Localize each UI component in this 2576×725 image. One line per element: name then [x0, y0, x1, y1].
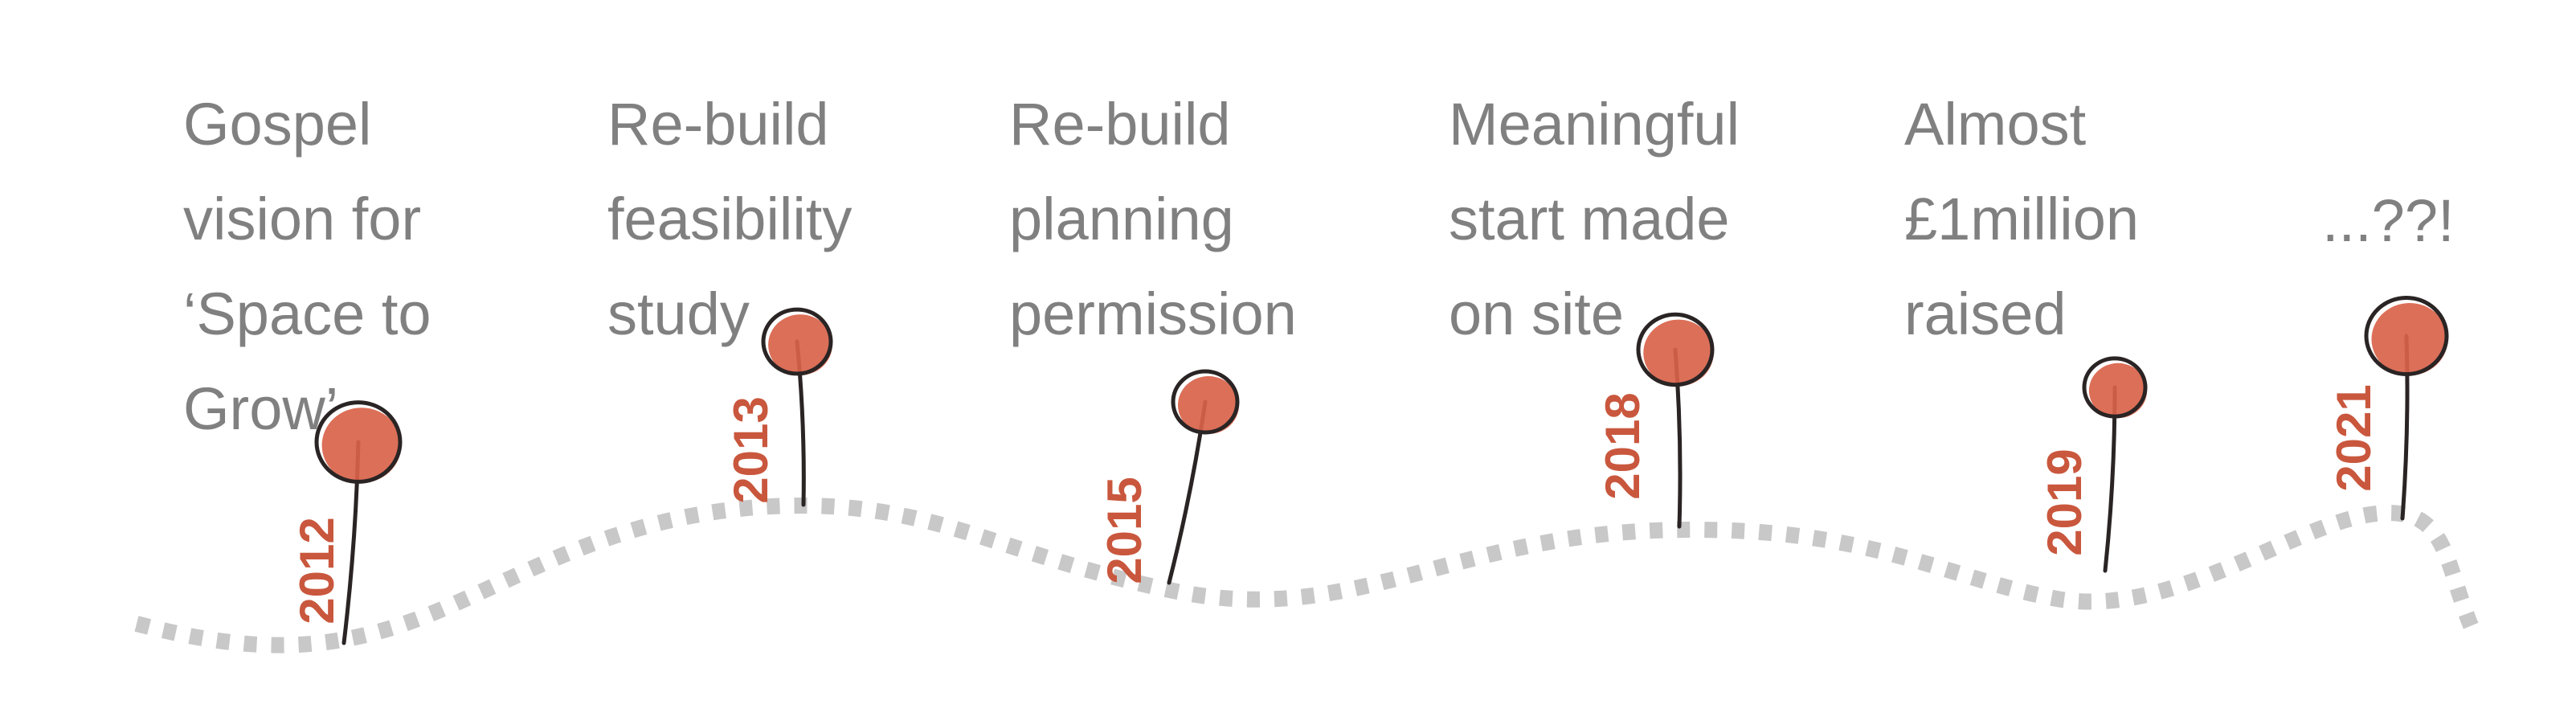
milestone-label-line: Almost [1904, 91, 2087, 158]
pin-outline [1636, 312, 1715, 387]
timeline-path [134, 498, 2483, 653]
milestone-label-line: start made [1449, 186, 1730, 252]
milestone-label-line: ...??! [2322, 187, 2455, 254]
milestone-2012: Gospel vision for ‘Space to Grow’ 2012 [183, 91, 431, 645]
year-label: 2015 [1098, 477, 1151, 584]
pin-head [1178, 376, 1239, 434]
pin-head [1643, 319, 1714, 387]
year-label: 2018 [1596, 392, 1650, 499]
milestone-2019: Almost £1million raised 2019 [1904, 91, 2148, 573]
pin-outline [761, 307, 833, 376]
pin-head [321, 408, 402, 483]
pin-outline [2082, 356, 2148, 419]
milestone-label-line: Gospel [183, 91, 371, 158]
milestone-label: ...??! [2322, 187, 2455, 254]
milestone-label: Gospel vision for ‘Space to Grow’ [183, 91, 431, 442]
pin-head [768, 314, 832, 375]
year-label: 2019 [2038, 449, 2091, 555]
pin-outline [1171, 369, 1240, 435]
milestone-label-line: feasibility [607, 186, 852, 252]
milestone-label-line: permission [1009, 281, 1297, 347]
milestones-group: Gospel vision for ‘Space to Grow’ 2012 Re-bui… [183, 91, 2455, 645]
milestone-label-line: Re-build [1009, 91, 1231, 158]
milestone-label-line: Re-build [607, 91, 829, 158]
milestone-label: Re-build feasibility study [607, 91, 852, 347]
year-label: 2012 [290, 517, 344, 624]
milestone-label-line: Meaningful [1449, 91, 1740, 158]
milestone-label: Almost £1million raised [1904, 91, 2139, 347]
pin-outline [2364, 296, 2449, 376]
milestone-label-line: ‘Space to [183, 281, 431, 347]
milestone-label-line: Grow’ [183, 375, 338, 442]
milestone-2015: Re-build planning permission 2015 [1009, 91, 1297, 585]
milestone-label-line: planning [1009, 186, 1234, 252]
year-label: 2021 [2327, 384, 2381, 491]
pin-head [2371, 303, 2448, 375]
milestone-label: Re-build planning permission [1009, 91, 1297, 347]
milestone-2021: ...??! 2021 [2322, 187, 2455, 521]
milestone-label-line: raised [1904, 281, 2067, 347]
pin-outline [314, 400, 403, 484]
year-label: 2013 [724, 396, 778, 503]
milestone-label-line: £1million [1904, 186, 2139, 252]
milestone-label: Meaningful start made on site [1449, 91, 1740, 347]
milestone-2018: Meaningful start made on site 2018 [1449, 91, 1740, 529]
milestone-label-line: vision for [183, 186, 421, 252]
milestone-label-line: study [607, 281, 750, 347]
milestone-2013: Re-build feasibility study 2013 [607, 91, 852, 507]
pin-head [2088, 362, 2148, 419]
milestone-label-line: on site [1449, 281, 1624, 347]
